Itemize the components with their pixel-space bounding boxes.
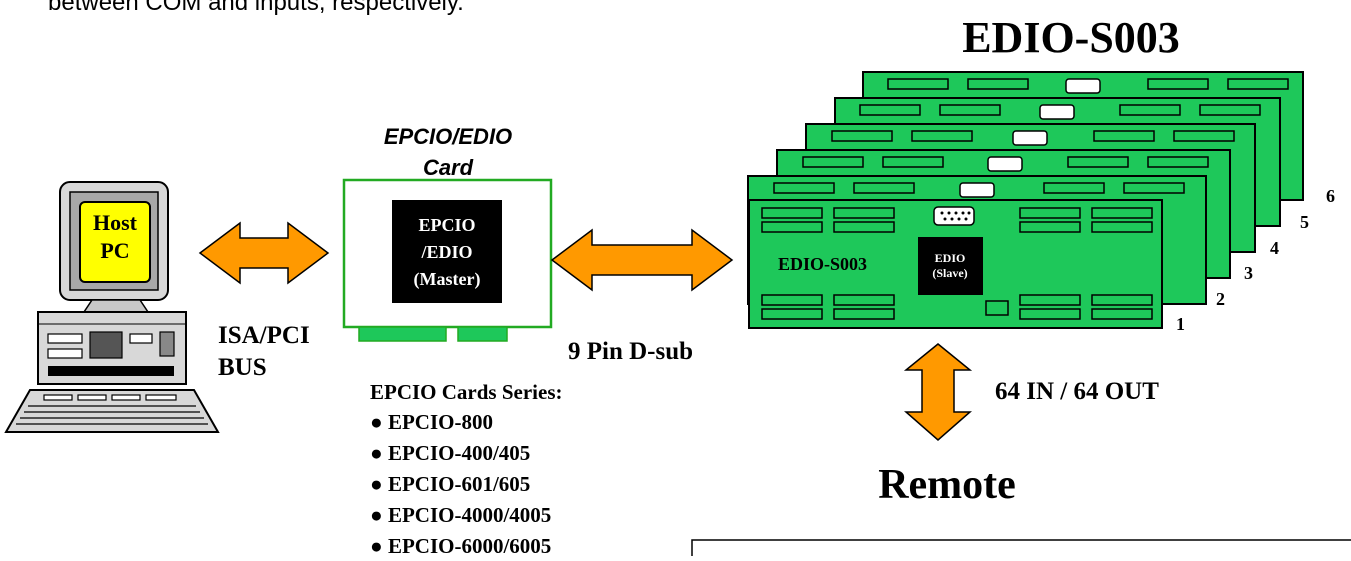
board-stack: EDIO (Slave) EDIO-S003 (747, 71, 1304, 329)
board-number-1: 1 (1176, 314, 1185, 334)
board-number-3: 3 (1244, 263, 1253, 283)
bottom-frame (691, 539, 1351, 561)
host-pc-icon: Host PC (4, 181, 220, 433)
board-name: EDIO-S003 (778, 254, 867, 274)
intro-text-fragment: between COM and inputs, respectively. (48, 0, 464, 16)
host-pc-label-line2: PC (100, 238, 129, 263)
dsub-label: 9 Pin D-sub (568, 338, 693, 365)
board-number-6: 6 (1326, 186, 1335, 206)
master-chip-line3: (Master) (414, 269, 481, 290)
remote-label: Remote (878, 462, 1016, 508)
master-chip-line1: EPCIO (418, 215, 475, 235)
series-list: ● EPCIO-800 ● EPCIO-400/405 ● EPCIO-601/… (370, 410, 551, 558)
dsub-connector (933, 206, 975, 226)
series-heading: EPCIO Cards Series: (370, 380, 563, 404)
board-number-4: 4 (1270, 238, 1279, 258)
master-chip-line2: /EDIO (420, 242, 472, 262)
card-edge-connector-right (457, 326, 508, 342)
slave-chip-line2: (Slave) (932, 266, 967, 280)
series-item: ● EPCIO-800 (370, 410, 493, 434)
card-caption-line2: Card (423, 155, 474, 180)
master-chip (392, 200, 502, 303)
diagram-title: EDIO-S003 (962, 13, 1180, 62)
slave-chip (918, 237, 983, 295)
card-caption-line1: EPCIO/EDIO (384, 124, 512, 149)
series-item: ● EPCIO-6000/6005 (370, 534, 551, 556)
slave-chip-line1: EDIO (935, 251, 966, 265)
io-label: 64 IN / 64 OUT (995, 378, 1159, 405)
card-edge-connector-left (358, 326, 447, 342)
host-pc-label-line1: Host (93, 210, 138, 235)
board-remote-double-arrow (903, 343, 973, 441)
series-item: ● EPCIO-601/605 (370, 472, 530, 496)
bus-label-line2: BUS (218, 354, 267, 381)
series-item: ● EPCIO-400/405 (370, 441, 530, 465)
bus-label-line1: ISA/PCI (218, 322, 310, 349)
host-pc-screen (79, 201, 151, 283)
epcio-card: EPCIO /EDIO (Master) (342, 178, 553, 342)
pc-card-double-arrow (198, 221, 330, 285)
board-1: EDIO (Slave) EDIO-S003 (748, 199, 1163, 329)
board-number-2: 2 (1216, 289, 1225, 309)
board-number-5: 5 (1300, 212, 1309, 232)
card-board-double-arrow (550, 228, 734, 292)
series-item: ● EPCIO-4000/4005 (370, 503, 551, 527)
